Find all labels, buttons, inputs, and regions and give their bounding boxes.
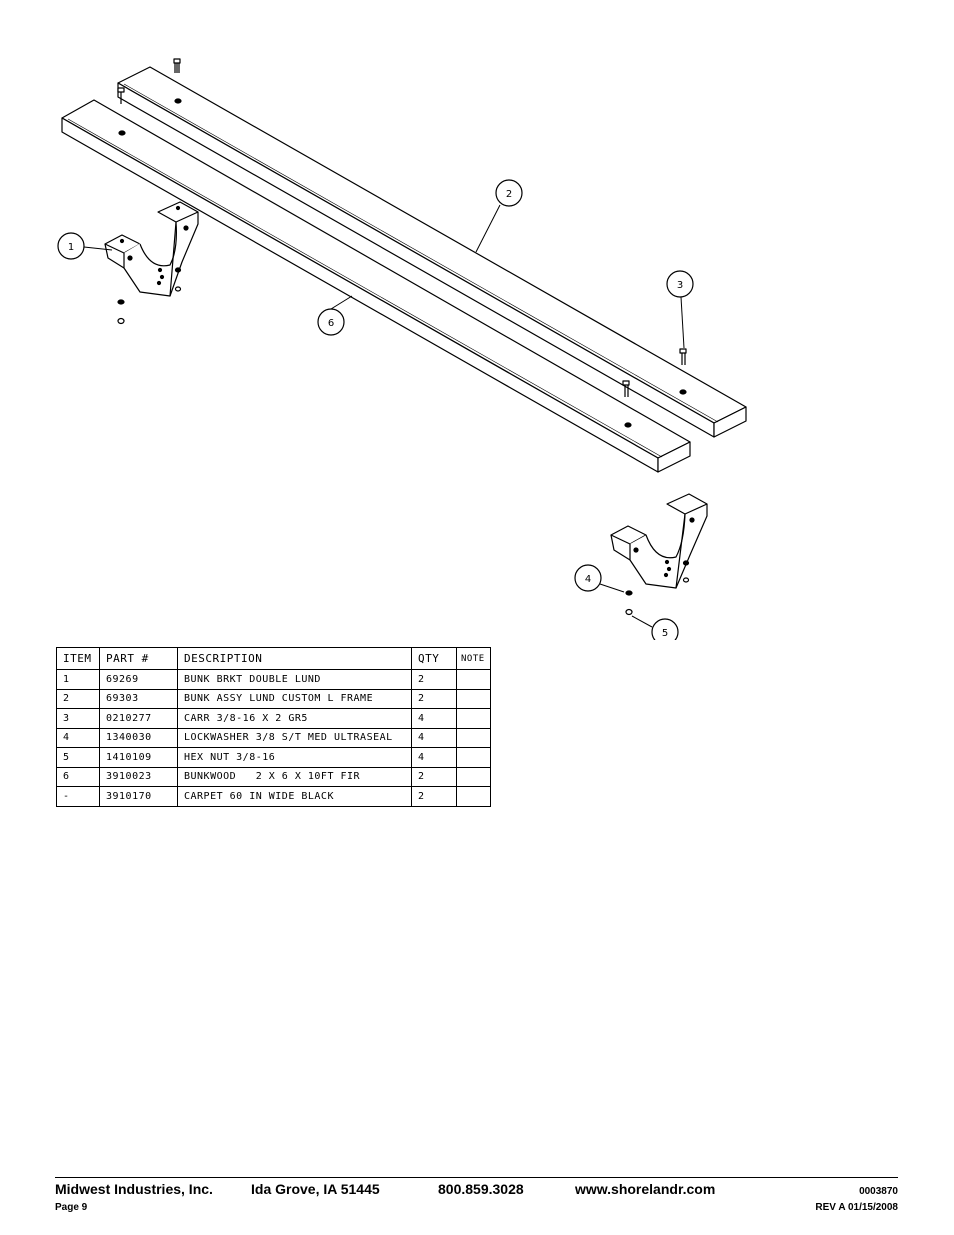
- cell-item: 5: [56, 747, 100, 768]
- cell-item: -: [56, 786, 100, 807]
- table-row: 1 69269 BUNK BRKT DOUBLE LUND 2: [56, 669, 491, 690]
- cell-item: 3: [56, 708, 100, 729]
- callout-1: 1: [57, 232, 85, 260]
- cell-part: 1410109: [99, 747, 178, 768]
- cell-qty: 4: [411, 727, 457, 748]
- lockwasher-right: [625, 590, 633, 596]
- callout-5-label: 5: [662, 628, 668, 639]
- cell-qty: 2: [411, 669, 457, 690]
- cell-qty: 2: [411, 688, 457, 709]
- callout-3: 3: [666, 270, 694, 298]
- table-row: - 3910170 CARPET 60 IN WIDE BLACK 2: [56, 786, 491, 807]
- cell-note: [456, 688, 491, 709]
- cell-item: 6: [56, 766, 100, 787]
- carriage-bolt-mid: [622, 380, 630, 397]
- callout-6: 6: [317, 308, 345, 336]
- footer-website: www.shorelandr.com: [575, 1181, 716, 1197]
- table-row: 5 1410109 HEX NUT 3/8-16 4: [56, 747, 491, 768]
- hex-nut-left-b: [174, 286, 182, 292]
- footer-phone: 800.859.3028: [438, 1181, 524, 1197]
- cell-description: LOCKWASHER 3/8 S/T MED ULTRASEAL: [177, 727, 412, 748]
- carriage-bolt-left: [117, 87, 125, 104]
- callout-1-label: 1: [68, 242, 74, 253]
- header-part-number: PART #: [99, 647, 178, 670]
- callout-leaders: [83, 204, 685, 628]
- cell-qty: 4: [411, 708, 457, 729]
- carriage-bolt-right: [679, 348, 687, 365]
- header-note: NOTE: [456, 647, 491, 670]
- cell-note: [456, 766, 491, 787]
- bunk-bracket-right: [610, 493, 708, 589]
- footer-company: Midwest Industries, Inc.: [55, 1181, 213, 1197]
- table-row: 6 3910023 BUNKWOOD 2 X 6 X 10FT FIR 2: [56, 766, 491, 787]
- cell-qty: 2: [411, 786, 457, 807]
- callout-5: 5: [651, 618, 679, 640]
- hex-nut-right-b: [682, 577, 690, 583]
- cell-qty: 4: [411, 747, 457, 768]
- table-row: 2 69303 BUNK ASSY LUND CUSTOM L FRAME 2: [56, 688, 491, 709]
- header-qty: QTY: [411, 647, 457, 670]
- header-description: DESCRIPTION: [177, 647, 412, 670]
- lockwasher-left-b: [174, 267, 182, 273]
- cell-note: [456, 669, 491, 690]
- cell-note: [456, 786, 491, 807]
- bunk-board-front: [61, 99, 691, 473]
- parts-list-table: ITEM PART # DESCRIPTION QTY NOTE 1 69269…: [56, 647, 491, 807]
- callout-2: 2: [495, 179, 523, 207]
- hex-nut-right: [625, 608, 633, 616]
- cell-description: CARR 3/8-16 X 2 GR5: [177, 708, 412, 729]
- table-row: 4 1340030 LOCKWASHER 3/8 S/T MED ULTRASE…: [56, 727, 491, 748]
- cell-part: 69269: [99, 669, 178, 690]
- cell-part: 3910170: [99, 786, 178, 807]
- footer-doc-number: 0003870: [859, 1186, 898, 1197]
- callout-3-label: 3: [677, 280, 683, 291]
- footer-revision: REV A 01/15/2008: [815, 1202, 898, 1213]
- cell-note: [456, 747, 491, 768]
- cell-description: BUNKWOOD 2 X 6 X 10FT FIR: [177, 766, 412, 787]
- cell-description: BUNK ASSY LUND CUSTOM L FRAME: [177, 688, 412, 709]
- lockwasher-left: [117, 299, 125, 305]
- footer-divider: [55, 1177, 898, 1178]
- cell-item: 2: [56, 688, 100, 709]
- carriage-bolt-top: [173, 58, 181, 73]
- header-item: ITEM: [56, 647, 100, 670]
- cell-item: 4: [56, 727, 100, 748]
- callout-4-label: 4: [585, 574, 591, 585]
- lockwasher-right-b: [682, 560, 690, 566]
- exploded-assembly-drawing: 1 2 3 4 5 6: [57, 58, 747, 640]
- cell-item: 1: [56, 669, 100, 690]
- cell-part: 1340030: [99, 727, 178, 748]
- footer-page-number: Page 9: [55, 1202, 88, 1213]
- bunk-bracket-left: [104, 201, 199, 297]
- table-header-row: ITEM PART # DESCRIPTION QTY NOTE: [56, 647, 491, 670]
- cell-note: [456, 727, 491, 748]
- table-row: 3 0210277 CARR 3/8-16 X 2 GR5 4: [56, 708, 491, 729]
- callout-6-label: 6: [328, 318, 334, 329]
- cell-part: 3910023: [99, 766, 178, 787]
- callout-2-label: 2: [506, 189, 512, 200]
- cell-description: BUNK BRKT DOUBLE LUND: [177, 669, 412, 690]
- bunk-board-rear: [117, 66, 747, 438]
- callout-4: 4: [574, 564, 602, 592]
- cell-qty: 2: [411, 766, 457, 787]
- cell-description: CARPET 60 IN WIDE BLACK: [177, 786, 412, 807]
- cell-description: HEX NUT 3/8-16: [177, 747, 412, 768]
- hex-nut-left: [117, 317, 125, 325]
- footer-location: Ida Grove, IA 51445: [251, 1181, 380, 1197]
- cell-note: [456, 708, 491, 729]
- cell-part: 69303: [99, 688, 178, 709]
- cell-part: 0210277: [99, 708, 178, 729]
